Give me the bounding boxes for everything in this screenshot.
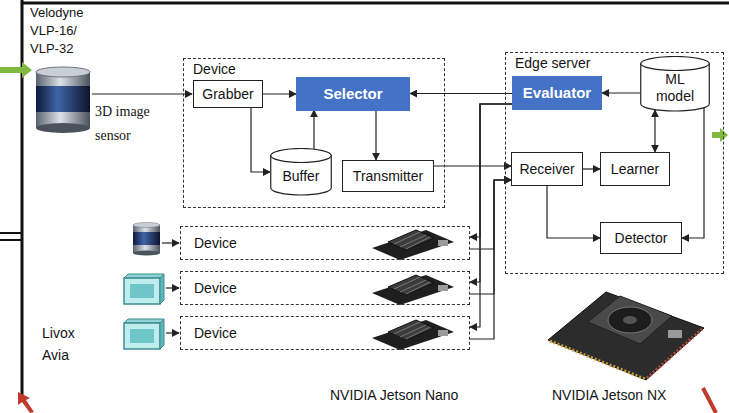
annotation-label: NVIDIA Jetson Nano [330, 386, 458, 404]
box-label: Learner [611, 161, 659, 178]
board [548, 292, 704, 380]
annotation-label: Livox Avia [42, 322, 92, 366]
connector-arrow [547, 186, 600, 238]
connector-arrow [251, 108, 270, 172]
green-arrow [712, 128, 728, 142]
sensor-arrow [166, 332, 179, 333]
jetson-nano-illustration [372, 230, 454, 260]
box-label: Detector [615, 230, 668, 247]
red-arrow [703, 388, 716, 413]
box-label: Evaluator [523, 84, 591, 102]
green-arrow [0, 62, 32, 78]
group-heading: Device [194, 325, 237, 342]
box-label: Buffer [282, 168, 319, 185]
connector-arrow [375, 111, 376, 160]
selector-box: Selector [296, 77, 410, 111]
frame-line [21, 0, 24, 400]
device-group: DeviceGrabber SelectorBuffer Transmitter [183, 58, 445, 208]
jetson-nx-illustration [548, 292, 704, 380]
box-label: Selector [323, 85, 382, 103]
frame-mark [0, 239, 22, 241]
pins [647, 329, 702, 378]
annotation-label: NVIDIA Jetson NX [552, 386, 666, 404]
annotation-label: Velodyne VLP-16/ VLP-32 [30, 4, 94, 58]
device-box: Device [180, 226, 470, 260]
process-box: Learner [600, 152, 670, 186]
heatsink [588, 296, 672, 344]
frame-line [22, 2, 729, 5]
annotation-label: 3D image sensor [95, 100, 161, 148]
pins [550, 341, 645, 379]
frame-mark [0, 232, 22, 234]
group-heading: Device [194, 280, 237, 297]
connector-arrow [313, 110, 314, 149]
model-cylinder: ML model [640, 56, 710, 112]
jetson-nano-illustration [372, 320, 454, 350]
sensor-arrow [92, 93, 192, 94]
connector-arrow [434, 165, 511, 166]
buffer-cylinder: Buffer [270, 148, 332, 196]
box-label: Transmitter [353, 168, 423, 185]
connector-arrow [410, 93, 512, 94]
lidar-sensor-small [133, 223, 160, 256]
box-label: Receiver [519, 161, 574, 178]
connector-arrow [654, 110, 655, 152]
port [668, 330, 682, 338]
cylinder-top [271, 149, 332, 163]
process-box: Grabber [193, 80, 263, 108]
fan-hub [623, 316, 637, 324]
edge-server-group: Edge serverEvaluatorML modelReceiverLear… [505, 52, 724, 274]
livox-sensor [124, 274, 164, 304]
process-box: Receiver [511, 152, 583, 186]
box-label: ML model [652, 71, 698, 105]
connector-arrow [263, 93, 296, 94]
fan [608, 307, 652, 333]
process-box: Transmitter [342, 160, 434, 192]
box-label: Grabber [202, 86, 253, 103]
group-heading: Device [194, 235, 237, 252]
evaluator-box: Evaluator [512, 76, 602, 110]
connector-arrow [602, 92, 640, 93]
device-box: Device [180, 271, 470, 305]
sensor-arrow [162, 242, 179, 243]
cylinder-top [641, 57, 710, 71]
lidar-sensor-large [36, 67, 90, 133]
group-heading: Device [193, 61, 435, 78]
jetson-nano-illustration [372, 275, 454, 305]
process-box: Detector [600, 222, 682, 254]
connector-arrow [583, 168, 600, 169]
sensor-arrow [166, 287, 179, 288]
device-box: Device [180, 316, 470, 350]
red-arrow [18, 392, 34, 413]
connector-arrow [682, 108, 704, 238]
livox-sensor [124, 319, 164, 349]
